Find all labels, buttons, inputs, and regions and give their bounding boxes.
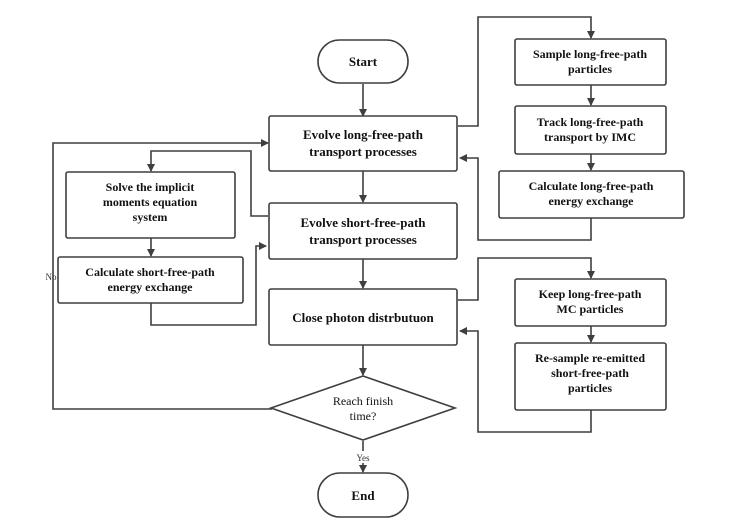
close-photon-label: Close photon distrbutuon xyxy=(292,310,434,325)
edge-calc-long-back xyxy=(459,154,592,241)
node-evolve-short: Evolve short-free-path transport processe… xyxy=(268,202,458,260)
label-yes-bg xyxy=(352,451,374,463)
node-end: End xyxy=(317,472,409,518)
keep-long-line-1: Keep long-free-path xyxy=(539,287,642,301)
node-close-photon: Close photon distrbutuon xyxy=(268,288,458,346)
label-yes: Yes xyxy=(356,453,370,463)
track-long-line-1: Track long-free-path xyxy=(537,115,644,129)
node-evolve-long: Evolve long-free-path transport processes xyxy=(268,115,458,172)
evolve-long-line-1: Evolve long-free-path xyxy=(303,127,424,142)
solve-implicit-line-2: moments equation xyxy=(103,195,198,209)
sample-long-line-1: Sample long-free-path xyxy=(533,47,647,61)
resample-line-2: short-free-path xyxy=(551,366,629,380)
edge-calc-short-back xyxy=(150,242,267,326)
calc-long-line-1: Calculate long-free-path xyxy=(529,179,654,193)
edges xyxy=(52,16,595,473)
calc-short-line-1: Calculate short-free-path xyxy=(85,265,215,279)
node-start: Start xyxy=(317,39,409,84)
decision-line-1: Reach finish xyxy=(333,394,393,408)
calc-long-line-2: energy exchange xyxy=(549,194,635,208)
keep-long-line-2: MC particles xyxy=(557,302,624,316)
edge-evolve-long-to-sample xyxy=(458,16,595,127)
solve-implicit-line-3: system xyxy=(133,210,168,224)
edge-decision-no-loop xyxy=(52,139,272,410)
sample-long-line-2: particles xyxy=(568,62,612,76)
calc-short-line-2: energy exchange xyxy=(108,280,194,294)
resample-line-1: Re-sample re-emitted xyxy=(535,351,645,365)
track-long-line-2: transport by IMC xyxy=(544,130,636,144)
edge-close-to-keep xyxy=(458,257,595,301)
decision-line-2: time? xyxy=(350,409,377,423)
evolve-short-line-2: transport processes xyxy=(309,232,417,247)
evolve-short-line-1: Evolve short-free-path xyxy=(300,215,426,230)
label-no: No xyxy=(46,272,57,282)
edge-resample-back xyxy=(459,327,592,433)
evolve-long-line-2: transport processes xyxy=(309,144,417,159)
resample-line-3: particles xyxy=(568,381,612,395)
end-label: End xyxy=(351,488,375,503)
start-label: Start xyxy=(349,54,378,69)
solve-implicit-line-1: Solve the implicit xyxy=(106,180,195,194)
edge-evolve-short-to-solve xyxy=(147,150,268,217)
